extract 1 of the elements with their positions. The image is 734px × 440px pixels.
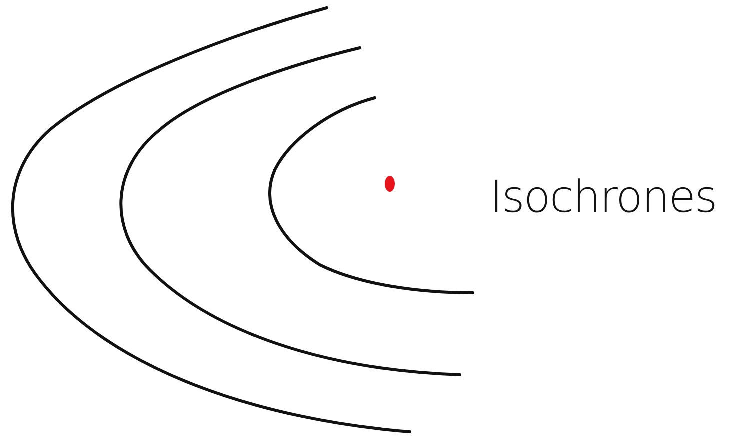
diagram-label: Isochrones [490, 172, 717, 223]
